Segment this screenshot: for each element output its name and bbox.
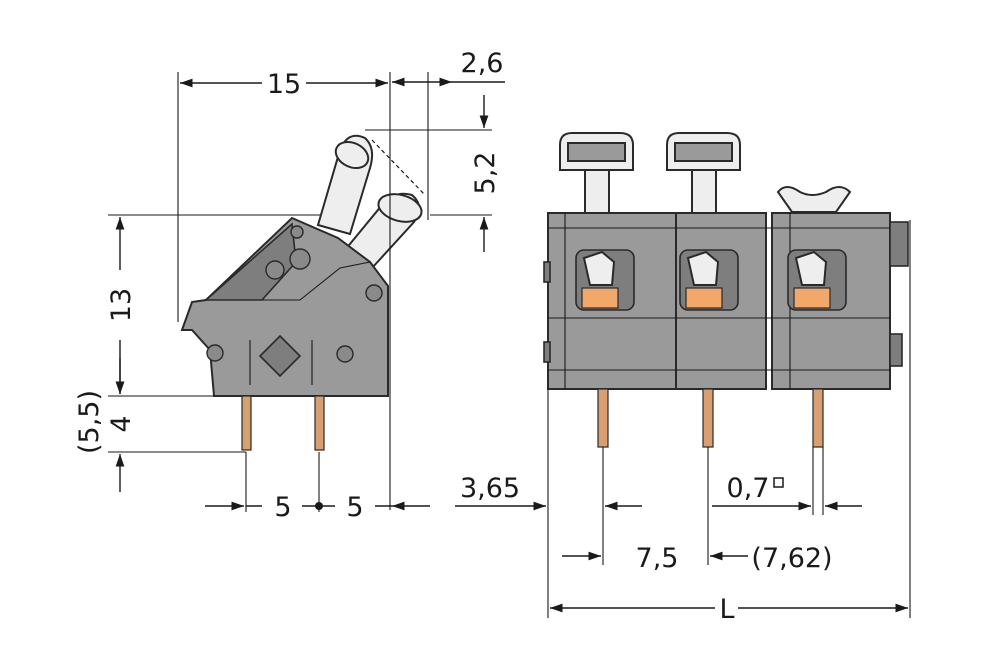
- dim-5-2-label: 5,2: [470, 152, 501, 195]
- dim-2-6-label: 2,6: [461, 48, 504, 79]
- dim-pitch-5: 5 5: [205, 488, 430, 523]
- dim-4-label: 4: [106, 415, 137, 432]
- dim-7-5-label: 7,5: [636, 543, 679, 574]
- dim-7-62-label: (7,62): [751, 543, 832, 574]
- dim-0-7: 0,7: [712, 473, 862, 511]
- side-pin-1: [241, 395, 252, 451]
- clamp-3: [787, 249, 847, 311]
- side-lever-front: [343, 192, 423, 270]
- clamp-2: [679, 249, 739, 311]
- side-view: [180, 134, 426, 451]
- dim-2-6: 2,6: [392, 48, 505, 87]
- side-pin-2: [314, 395, 325, 451]
- dim-13: 13: [106, 217, 137, 394]
- side-hole-3: [290, 225, 304, 239]
- dim-15: 15: [180, 69, 388, 100]
- dim-L-label: L: [719, 594, 734, 625]
- clamp-1: [575, 249, 635, 311]
- dim-15-label: 15: [267, 69, 301, 100]
- dim-5-2: 5,2: [470, 95, 501, 252]
- side-hole-5: [206, 344, 224, 362]
- side-hole-6: [336, 345, 354, 363]
- front-view: [543, 132, 909, 448]
- front-lever-3: [776, 186, 852, 213]
- side-diamond: [258, 334, 302, 378]
- front-lever-2: [666, 132, 741, 216]
- front-extension-lines: [547, 220, 911, 618]
- dim-5-5-label: (5,5): [74, 390, 105, 454]
- front-lever-1: [559, 132, 634, 216]
- dim-pitch-5b-label: 5: [346, 492, 363, 523]
- dim-L: L: [550, 594, 908, 625]
- dim-7-5: 7,5 (7,62): [562, 543, 833, 574]
- dim-13-label: 13: [106, 288, 137, 322]
- dim-pitch-5a-label: 5: [274, 492, 291, 523]
- dim-3-65-label: 3,65: [460, 473, 520, 504]
- side-lever-back: [316, 134, 374, 236]
- dim-4: 4 (5,5): [74, 358, 137, 492]
- front-pin-1: [597, 388, 609, 448]
- front-pin-3: [812, 388, 824, 448]
- side-hole-4: [365, 284, 383, 302]
- side-housing: [180, 216, 389, 397]
- dim-3-65: 3,65: [455, 473, 642, 511]
- side-hole-1: [265, 260, 285, 280]
- side-hole-2: [289, 248, 311, 270]
- square-symbol: [773, 477, 784, 488]
- dim-0-7-label: 0,7: [727, 473, 770, 504]
- front-pin-2: [702, 388, 714, 448]
